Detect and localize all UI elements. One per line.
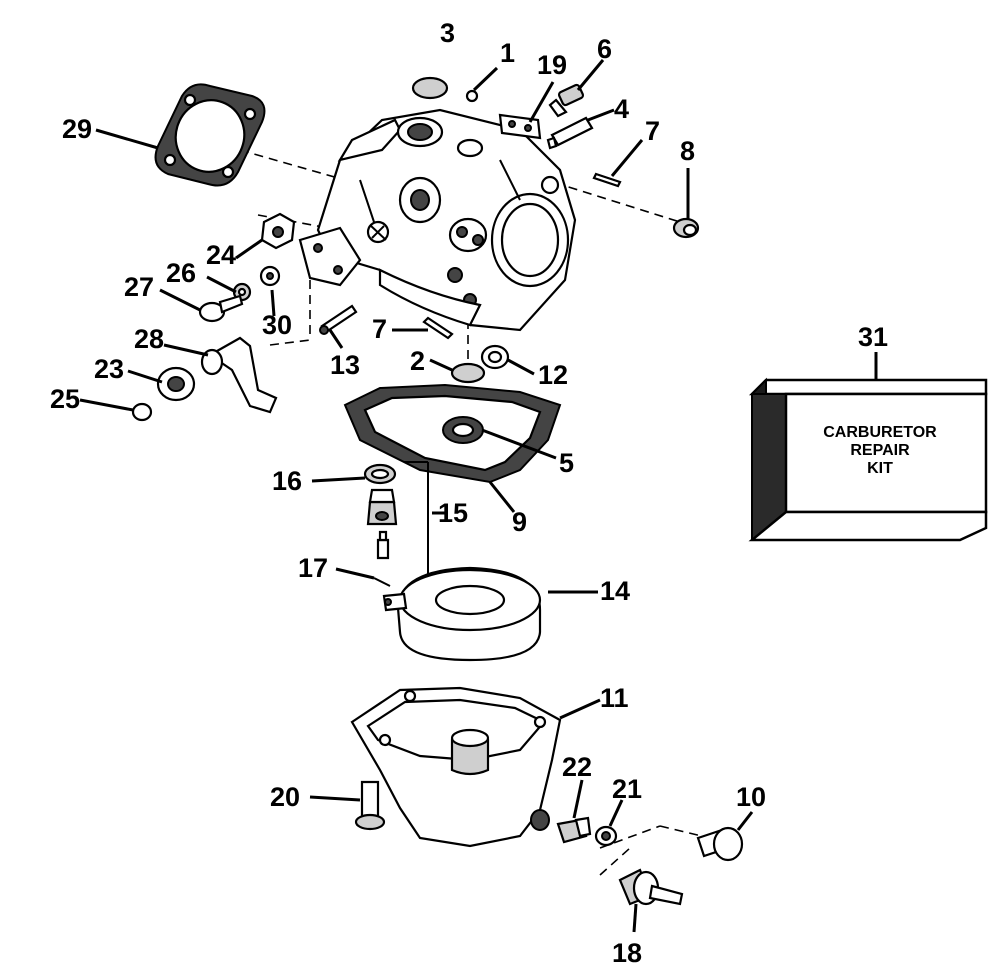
callout-30: 30 <box>262 310 292 340</box>
kit-box-bottom <box>748 510 988 542</box>
callout-numbers: 1 2 3 4 5 6 7 7 8 9 10 11 12 13 14 15 16… <box>50 18 888 968</box>
kit-label-line3: KIT <box>867 460 893 477</box>
part-15-bracket <box>403 461 429 591</box>
callout-22: 22 <box>562 752 592 782</box>
inlet-needle <box>376 530 390 560</box>
part-13-pin <box>319 304 358 335</box>
callout-7-upper: 7 <box>645 116 660 146</box>
part-21-washer <box>594 825 618 847</box>
part-7-pin-lower <box>422 316 454 340</box>
callout-10: 10 <box>736 782 766 812</box>
part-27-screw <box>198 294 244 323</box>
part-10-screw <box>696 826 744 862</box>
part-28-lever <box>200 336 278 414</box>
callout-25: 25 <box>50 384 80 414</box>
part-25-oring <box>131 402 153 422</box>
part-1-ball <box>465 89 479 103</box>
part-6-screw <box>548 83 585 118</box>
part-8-plug-screw <box>672 217 700 239</box>
part-31-repair-kit-box: CARBURETOR REPAIR KIT <box>748 377 988 542</box>
callout-26: 26 <box>166 258 196 288</box>
callout-29: 29 <box>62 114 92 144</box>
callout-16: 16 <box>272 466 302 496</box>
callout-14: 14 <box>600 576 630 606</box>
callout-28: 28 <box>134 324 164 354</box>
needle-seat <box>366 488 398 526</box>
callout-13: 13 <box>330 350 360 380</box>
kit-box-top <box>748 378 988 396</box>
callout-11: 11 <box>600 683 629 713</box>
callout-6: 6 <box>597 34 612 64</box>
callout-15: 15 <box>438 498 468 528</box>
leader-lines <box>79 59 878 933</box>
callout-1: 1 <box>500 38 515 68</box>
part-24-nut <box>260 212 296 250</box>
callout-21: 21 <box>612 774 642 804</box>
callout-18: 18 <box>612 938 642 968</box>
kit-label-line2: REPAIR <box>850 442 910 459</box>
part-18-fitting <box>618 868 684 906</box>
callout-17: 17 <box>298 553 328 583</box>
callout-24: 24 <box>206 240 236 270</box>
part-23-bushing <box>156 366 196 402</box>
callout-27: 27 <box>124 272 154 302</box>
callout-7-lower: 7 <box>372 314 387 344</box>
part-4-needle <box>546 116 594 150</box>
part-19-plate <box>498 113 542 140</box>
callout-5: 5 <box>559 448 574 478</box>
callout-20: 20 <box>270 782 300 812</box>
callout-23: 23 <box>94 354 124 384</box>
callout-19: 19 <box>537 50 567 80</box>
callout-4: 4 <box>614 94 629 124</box>
callout-9: 9 <box>512 507 527 537</box>
callout-3: 3 <box>440 18 455 48</box>
part-5-washer <box>442 416 484 444</box>
carburetor-body <box>316 108 577 332</box>
part-16-gasket-washer <box>363 463 397 485</box>
lever-plate <box>298 226 362 287</box>
callout-2: 2 <box>410 346 425 376</box>
part-20-screw <box>354 780 386 831</box>
part-3-plug <box>411 76 449 100</box>
part-11-float-bowl <box>350 686 562 848</box>
part-29-flange-gasket <box>154 83 266 187</box>
callout-31: 31 <box>858 322 888 352</box>
part-14-float <box>382 566 542 662</box>
part-2-plug <box>450 362 486 384</box>
part-22-jet <box>556 816 592 844</box>
callout-12: 12 <box>538 360 568 390</box>
callout-8: 8 <box>680 136 695 166</box>
part-17-clip <box>373 577 391 587</box>
part-30-starwasher <box>259 265 281 287</box>
part-12-seal <box>480 344 510 370</box>
kit-box-front <box>784 392 988 514</box>
part-7-pin-upper <box>592 172 622 188</box>
kit-label-line1: CARBURETOR <box>823 424 937 441</box>
